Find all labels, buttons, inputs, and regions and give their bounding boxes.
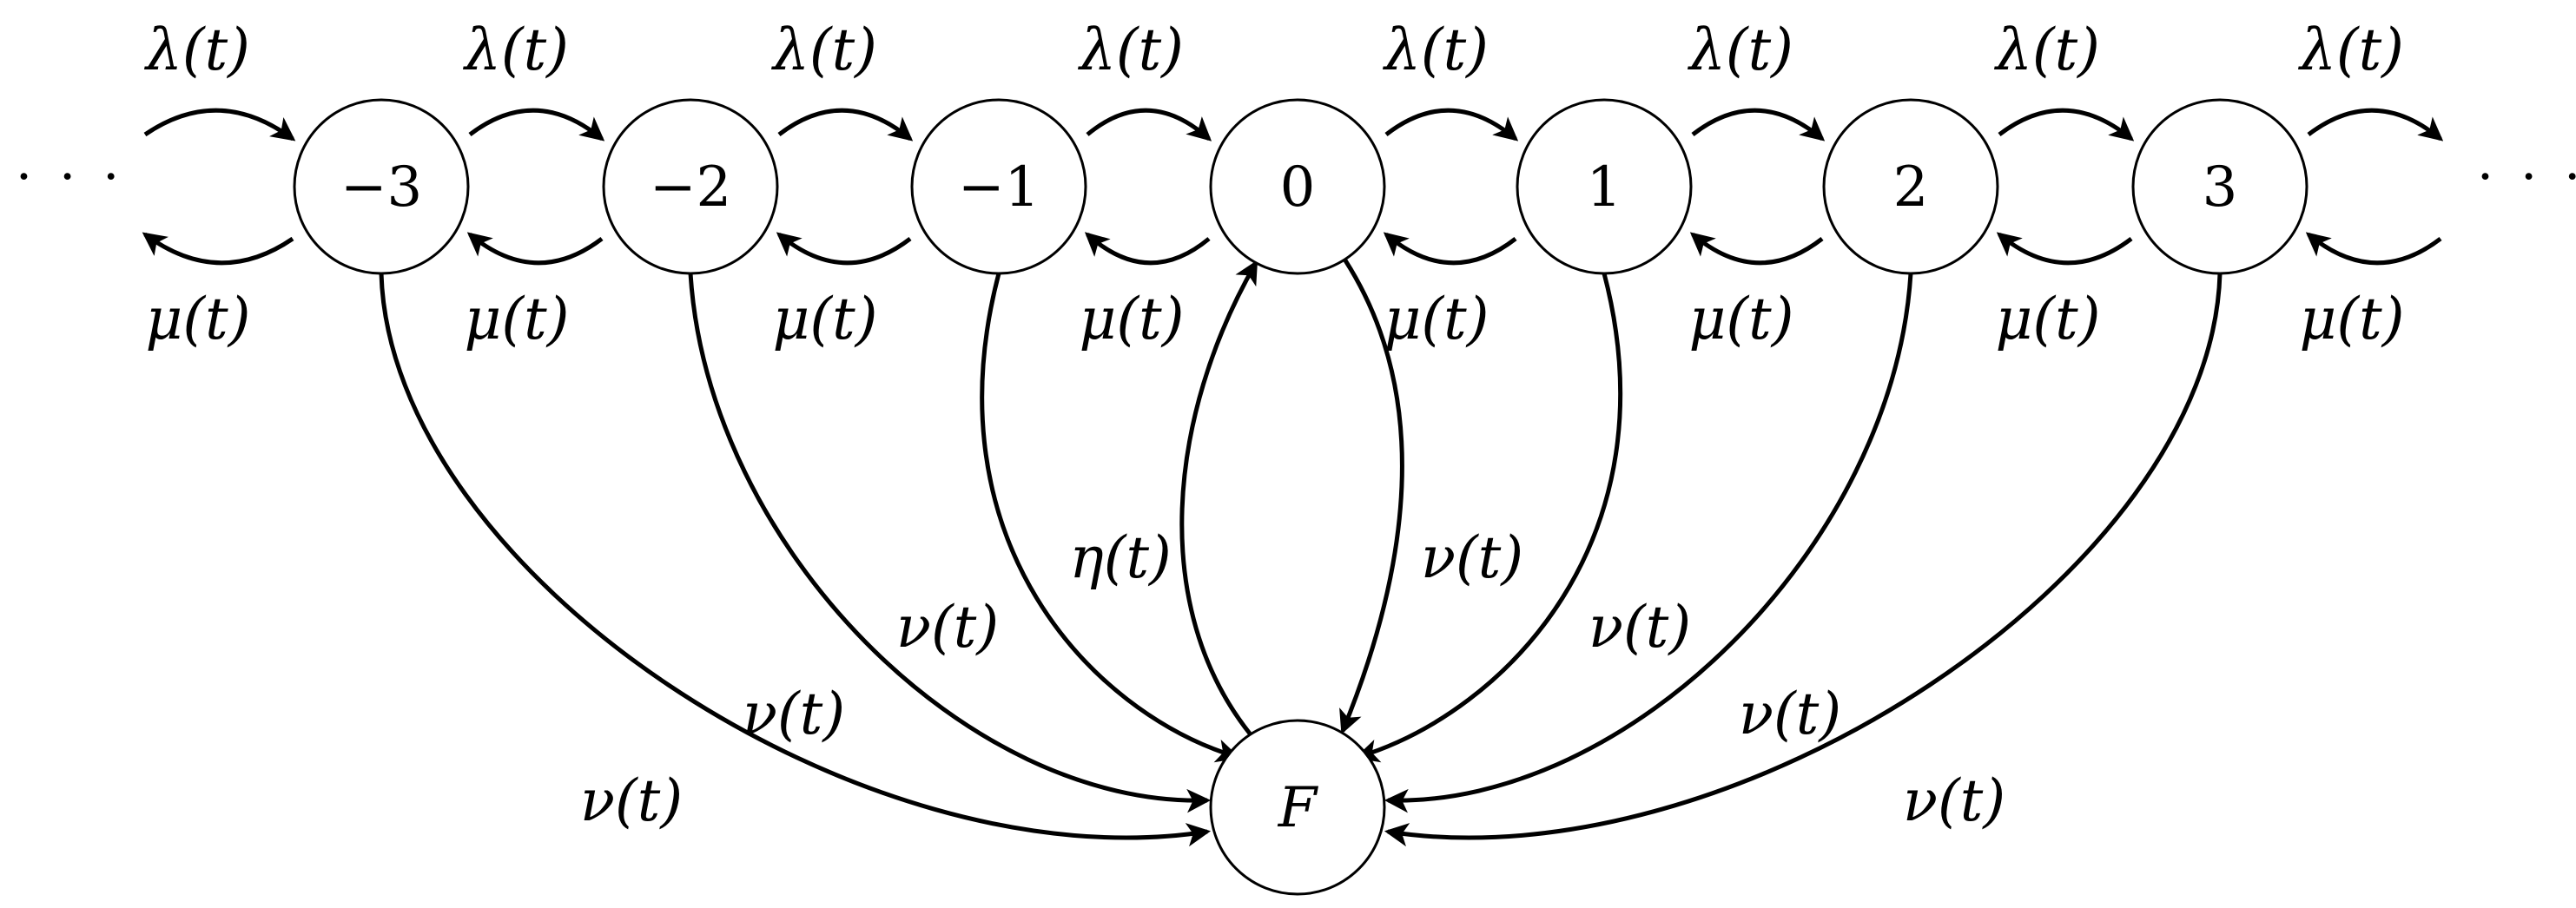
state-circle [1516,98,1693,275]
state-node-m3: −3 [293,98,470,275]
mu-label-6: μ(t) [1996,286,2101,352]
nu-arrow-m2 [688,273,1212,813]
nu-label-m3: ν(t) [580,767,683,834]
state-circle [1209,98,1386,275]
state-label: 2 [1893,155,1929,220]
mu-label-5: μ(t) [1689,286,1794,352]
nu-label-3: ν(t) [1903,767,2005,834]
lambda-arrow-5 [1691,108,1826,141]
state-label: −2 [650,155,731,220]
right-ellipsis: · · · [2477,147,2576,207]
state-node-1: 1 [1516,98,1693,275]
lambda-label-6: λ(t) [1993,16,2100,83]
failure-label: F [1278,776,1319,840]
lambda-label-3: λ(t) [1077,16,1184,83]
nu-arrow-1 [1355,273,1622,763]
left-ellipsis: · · · [16,147,124,207]
state-node-3: 3 [2131,98,2308,275]
lambda-label-4: λ(t) [1382,16,1489,83]
lambda-label-5: λ(t) [1687,16,1793,83]
lambda-arrow-7 [2307,108,2444,141]
mu-arrow-0 [142,232,294,266]
lambda-arrow-0 [143,108,296,141]
nu-arrow-m3 [379,273,1212,847]
lambda-label-7: λ(t) [2297,16,2404,83]
mu-label-1: μ(t) [465,286,570,352]
state-label: 0 [1280,155,1316,220]
nu-arrow-m1 [980,273,1240,763]
lambda-label-2: λ(t) [770,16,877,83]
lambda-arrow-4 [1384,108,1519,141]
failure-circle [1209,719,1386,896]
nu-label-0: ν(t) [1421,524,1523,591]
mu-arrow-7 [2305,232,2442,266]
lambda-arrow-1 [468,108,605,141]
mu-arrow-5 [1689,232,1824,266]
state-circle [910,98,1087,275]
lambda-label-1: λ(t) [462,16,569,83]
mu-label-2: μ(t) [773,286,878,352]
state-node-0: 0 [1209,98,1386,275]
nu-arrow-2 [1384,273,1913,813]
mu-label-7: μ(t) [2300,286,2405,352]
mu-label-4: μ(t) [1384,286,1489,352]
lambda-arrow-6 [1998,108,2135,141]
eta-label: η(t) [1069,524,1172,591]
nu-label-m2: ν(t) [743,681,845,747]
lambda-arrow-3 [1086,108,1212,141]
mu-arrow-4 [1383,232,1517,266]
nu-label-1: ν(t) [1589,594,1691,661]
mu-arrow-1 [466,232,604,266]
state-node-2: 2 [1822,98,1999,275]
mu-arrow-6 [1996,232,2133,266]
nu-arrow-0 [1339,259,1404,734]
state-circle [602,98,779,275]
lambda-arrow-2 [777,108,914,141]
nu-label-2: ν(t) [1739,681,1841,747]
mu-arrow-2 [776,232,912,266]
mu-arrow-3 [1084,232,1211,266]
failure-node: F [1209,719,1386,896]
lambda-label-0: λ(t) [143,16,250,83]
state-circle [1822,98,1999,275]
state-nodes: −3 −2 −1 0 1 2 3F [293,98,2308,896]
state-label: 3 [2203,155,2238,220]
state-label: −3 [340,155,422,220]
state-node-m1: −1 [910,98,1087,275]
state-circle [293,98,470,275]
rate-labels: λ(t) μ(t) λ(t) μ(t) λ(t) μ(t) λ(t) μ(t) λ(t) μ(t)… [143,16,2404,834]
mu-label-3: μ(t) [1080,286,1185,352]
nu-label-m1: ν(t) [896,594,999,661]
mu-label-0: μ(t) [146,286,251,352]
state-label: −1 [958,155,1040,220]
state-label: 1 [1587,155,1622,220]
state-circle [2131,98,2308,275]
transition-edges [142,108,2444,847]
nu-arrow-3 [1384,273,2223,847]
state-node-m2: −2 [602,98,779,275]
eta-arrow-0 [1179,260,1258,735]
